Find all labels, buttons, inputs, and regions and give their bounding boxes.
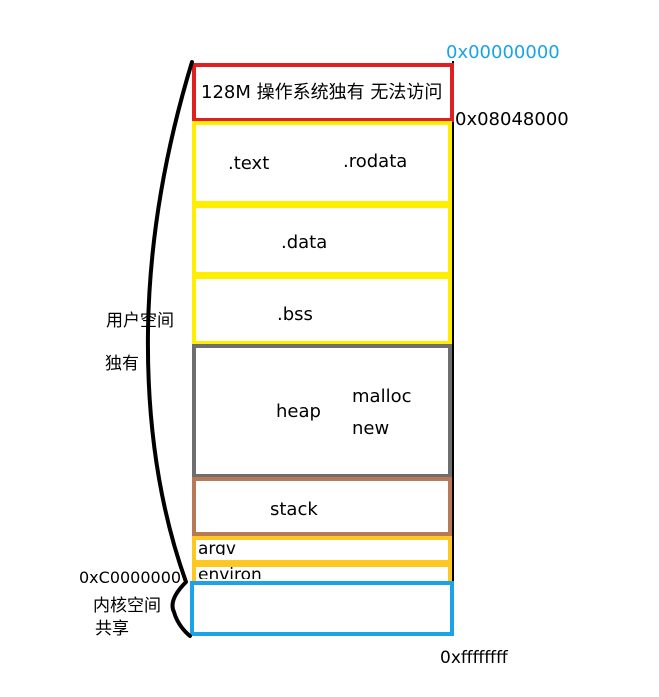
kernel-shared-label: 共享 <box>95 619 129 639</box>
address-text-start: 0x08048000 <box>455 109 569 130</box>
new-label: new <box>352 418 390 439</box>
heap-segment <box>192 344 452 478</box>
address-kernel-start: 0xC0000000 <box>79 568 182 587</box>
bss-label: .bss <box>277 304 313 325</box>
environ-segment <box>192 563 452 582</box>
argv-segment <box>192 536 452 564</box>
address-start: 0x00000000 <box>446 42 560 63</box>
argv-label: argv <box>198 541 236 555</box>
stack-label: stack <box>270 499 318 520</box>
kernel-space-label: 内核空间 <box>93 596 161 616</box>
kernel-segment <box>190 581 454 636</box>
address-end: 0xffffffff <box>440 648 508 668</box>
text-label: .text <box>228 153 270 174</box>
environ-label: environ <box>198 567 262 579</box>
malloc-label: malloc <box>352 386 412 407</box>
stack-segment <box>192 477 452 536</box>
user-space-label: 用户空间 <box>106 311 174 331</box>
heap-label: heap <box>276 401 321 422</box>
os-reserved-label: 128M 操作系统独有 无法访问 <box>201 82 443 103</box>
data-label: .data <box>281 232 328 253</box>
memory-column-outline <box>191 61 454 636</box>
user-exclusive-label: 独有 <box>105 354 139 374</box>
data-segment <box>192 204 452 276</box>
os-reserved-segment <box>192 63 454 122</box>
rodata-label: .rodata <box>343 151 408 172</box>
bss-segment <box>192 275 452 345</box>
text-rodata-segment <box>192 121 452 205</box>
